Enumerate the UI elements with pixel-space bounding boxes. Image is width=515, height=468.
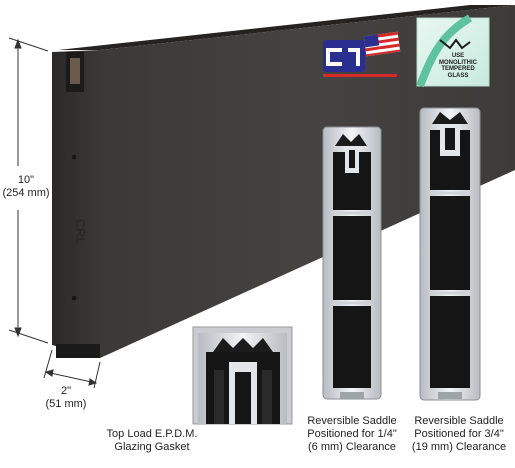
- tempered-glass-badge: [416, 14, 490, 88]
- badge-line-1: USE: [451, 53, 465, 59]
- gasket-caption-line-1: Top Load E.P.D.M.: [106, 428, 198, 440]
- saddle-threequarter-line-2: Positioned for 3/4": [414, 428, 504, 440]
- saddle-quarter-line-1: Reversible Saddle: [307, 415, 397, 427]
- brand-logo-underline: [323, 74, 397, 77]
- badge-line-3: TEMPERED: [441, 66, 475, 72]
- badge-line-4: GLASS: [447, 72, 469, 79]
- rail-bottom-gasket: [56, 344, 100, 358]
- badge-line-2: MONOLITHIC: [439, 59, 477, 66]
- width-millimeters: (51 mm): [45, 398, 87, 410]
- rail-front-face: [100, 5, 515, 358]
- width-inches: 2": [60, 385, 72, 397]
- brand-logo: [323, 31, 401, 77]
- height-dimension: [8, 37, 49, 344]
- badge-text: USE MONOLITHIC TEMPERED GLASS: [430, 53, 486, 79]
- rail-embossed-logo: CRL: [73, 219, 88, 246]
- width-dimension: [43, 349, 101, 389]
- saddle-quarter-caption: Reversible Saddle Positioned for 1/4" (6…: [298, 415, 406, 454]
- gasket-caption: Top Load E.P.D.M. Glazing Gasket: [92, 428, 212, 454]
- saddle-profile-quarter: [322, 126, 382, 400]
- width-dimension-label: 2" (51 mm): [36, 385, 96, 411]
- saddle-threequarter-line-1: Reversible Saddle: [414, 415, 504, 427]
- saddle-quarter-line-2: Positioned for 1/4": [307, 428, 397, 440]
- saddle-profile-threequarter: [419, 107, 481, 401]
- saddle-threequarter-line-3: (19 mm) Clearance: [411, 441, 507, 453]
- height-dimension-label: 10" (254 mm): [0, 174, 52, 200]
- rail-screw-upper: [71, 154, 77, 160]
- saddle-quarter-line-3: (6 mm) Clearance: [307, 441, 397, 453]
- saddle-threequarter-caption: Reversible Saddle Positioned for 3/4" (1…: [404, 415, 514, 454]
- rail-slot-saddle: [70, 58, 80, 84]
- gasket-caption-line-2: Glazing Gasket: [114, 441, 190, 453]
- height-inches: 10": [17, 174, 35, 186]
- height-millimeters: (254 mm): [2, 187, 50, 199]
- gasket-detail: [192, 326, 293, 425]
- door-rail: CRL: [52, 5, 515, 358]
- rail-screw-lower: [71, 295, 77, 301]
- rail-top-face: [58, 5, 515, 50]
- rail-end-face: [52, 50, 100, 358]
